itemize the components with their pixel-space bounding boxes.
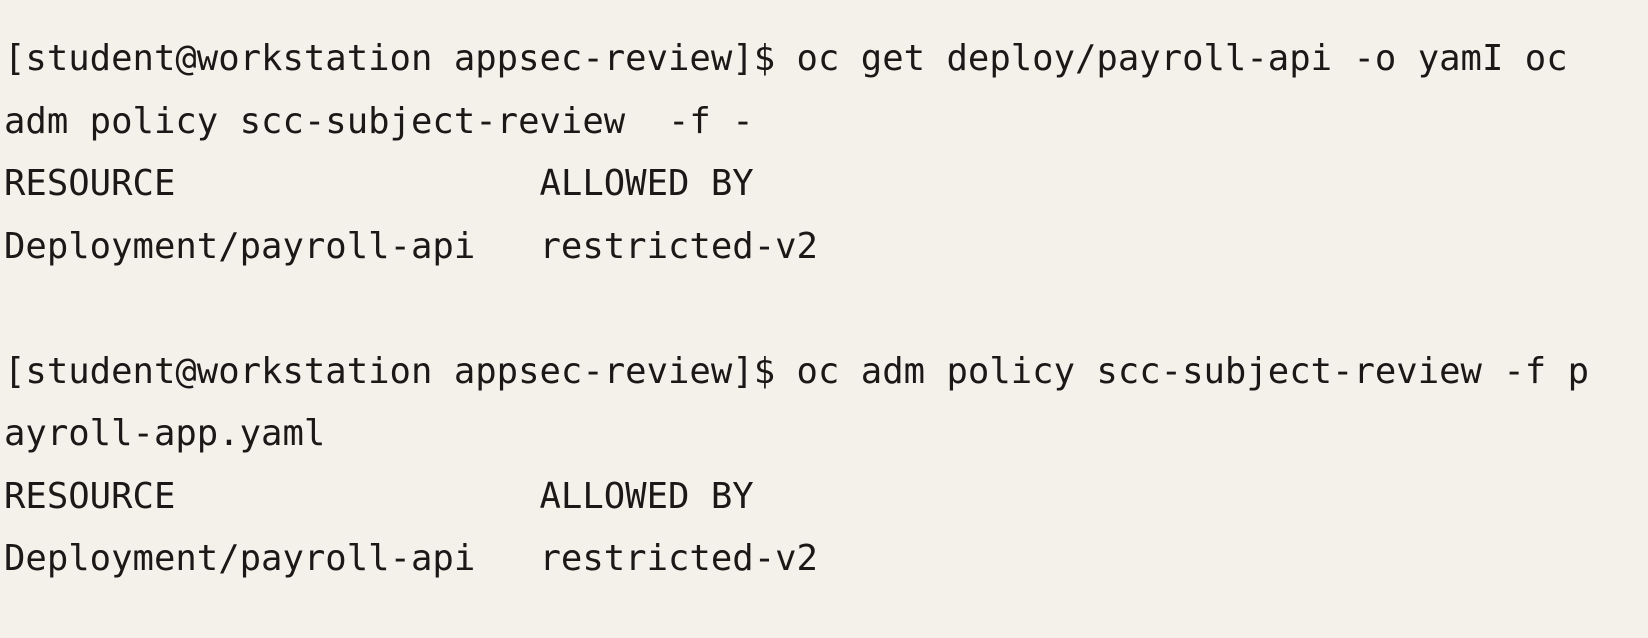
output-table-header: RESOURCE ALLOWED BY — [4, 475, 754, 517]
prompt-command-line: [student@workstation appsec-review]$ oc … — [4, 350, 1590, 392]
output-table-row: Deployment/payroll-api restricted-v2 — [4, 225, 818, 267]
output-table-header: RESOURCE ALLOWED BY — [4, 163, 754, 204]
command-wrap-line: ayroll-app.yaml — [4, 413, 326, 454]
output-table-row: Deployment/payroll-api restricted-v2 — [4, 538, 818, 579]
blank-line — [4, 278, 1648, 341]
command-wrap-line: adm policy scc-subject-review -f - — [4, 100, 754, 142]
prompt-command-line: [student@workstation appsec-review]$ oc … — [4, 38, 1568, 79]
